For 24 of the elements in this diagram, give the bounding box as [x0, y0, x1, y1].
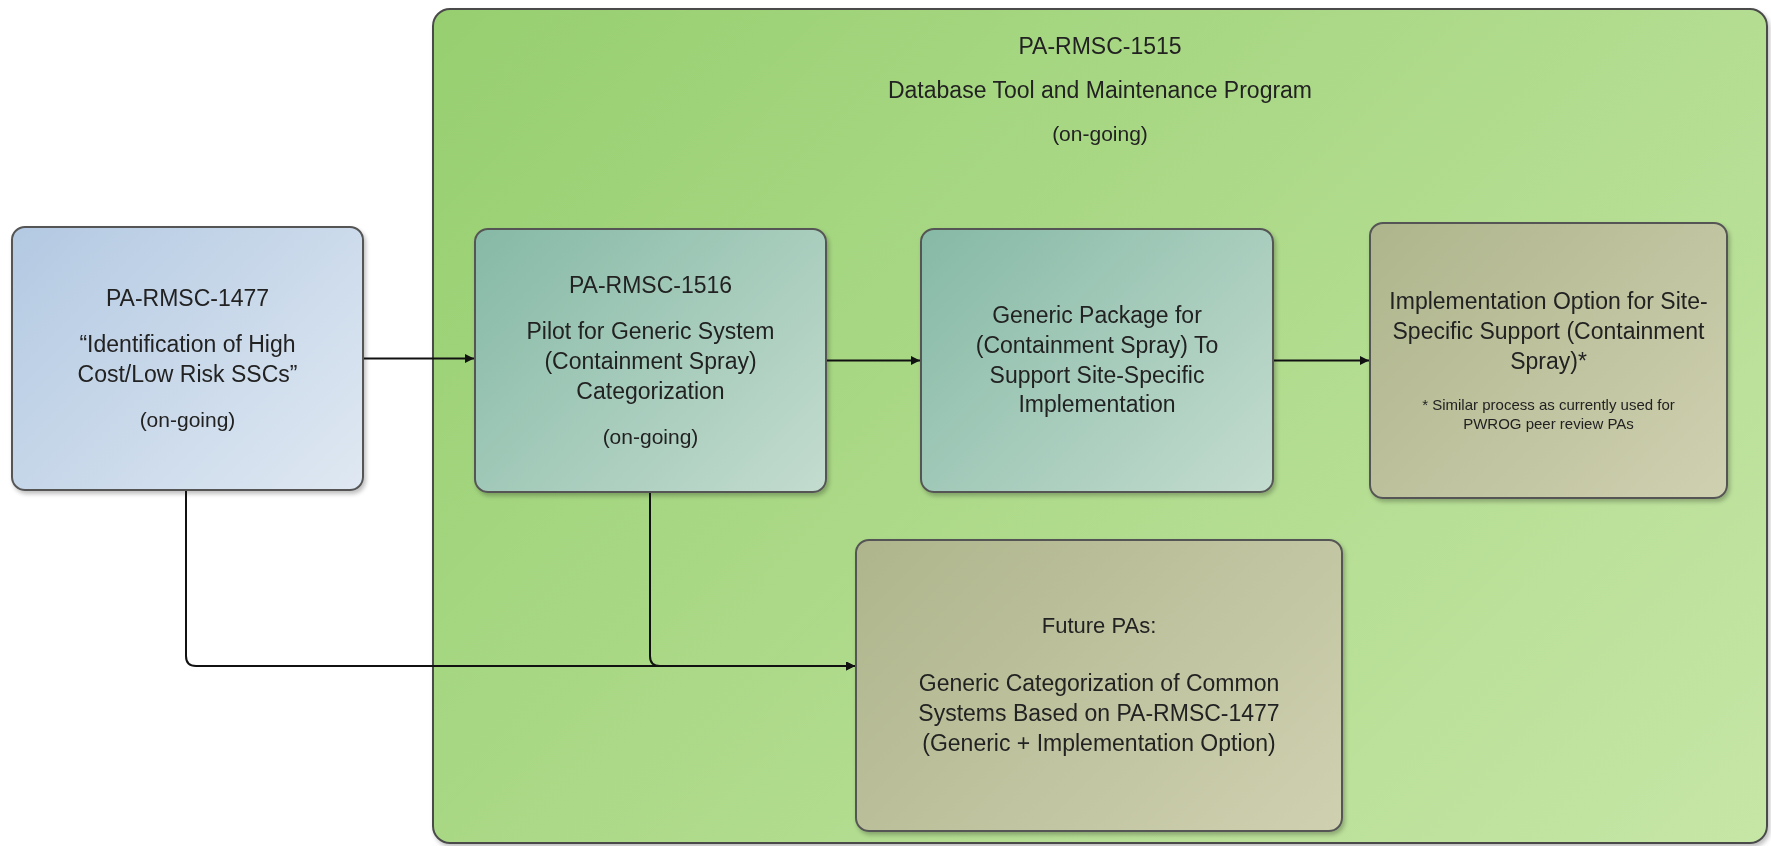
arrow: [649, 492, 856, 671]
box-text: * Similar process as currently used for PWROG peer review PAs: [1421, 394, 1676, 434]
box-text: (on-going): [139, 406, 236, 433]
process-box: [855, 539, 1343, 832]
box-title: Future PAs:: [1041, 612, 1157, 641]
arrow: [1273, 356, 1370, 365]
box-title: PA-RMSC-1515: [1018, 32, 1182, 61]
box-title: Generic Package for (Containment Spray) To Support Site-Specific Implementation: [974, 300, 1220, 420]
arrow: [363, 354, 475, 363]
box-text: Database Tool and Maintenance Program: [887, 75, 1313, 105]
process-box: [1369, 222, 1728, 499]
process-box: [920, 228, 1274, 493]
program-panel: [432, 8, 1768, 844]
process-box: [474, 228, 827, 493]
box-text: Pilot for Generic System (Containment Spray) Categorization: [525, 316, 776, 406]
box-title: PA-RMSC-1516: [568, 271, 733, 301]
process-box: [11, 226, 364, 491]
box-text: Generic Categorization of Common Systems Based on PA-RMSC-1477 (Generic + Implementation Option): [917, 668, 1281, 758]
box-text: (on-going): [602, 423, 699, 450]
box-text: “Identification of High Cost/Low Risk SSCs”: [76, 329, 299, 389]
arrow: [826, 356, 921, 365]
box-text: (on-going): [1052, 120, 1148, 147]
box-title: PA-RMSC-1477: [105, 284, 270, 313]
box-title: Implementation Option for Site-Specific Support (Containment Spray)*: [1388, 287, 1709, 376]
